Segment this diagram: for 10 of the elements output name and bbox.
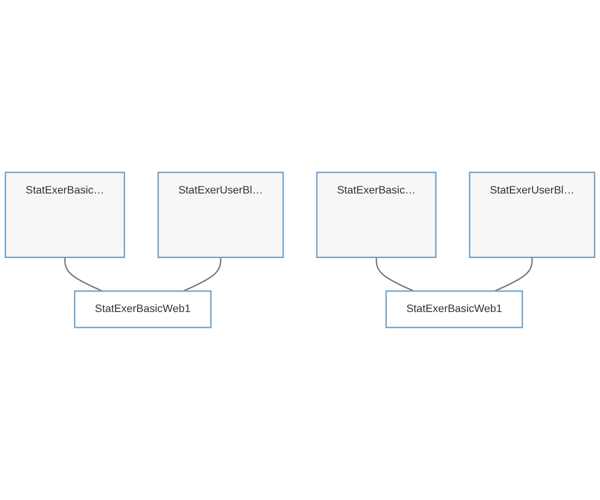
node-box: StatExerBasic… <box>316 172 437 258</box>
node-box: StatExerBasicWeb1 <box>385 290 524 328</box>
connector <box>64 257 103 292</box>
node-box: StatExerUserBl… <box>157 172 284 258</box>
node-box: StatExerBasic… <box>4 172 126 258</box>
node-box: StatExerUserBl… <box>468 172 596 258</box>
connector <box>182 257 222 292</box>
node-box: StatExerBasicWeb1 <box>74 290 212 328</box>
connector <box>494 257 533 292</box>
connector <box>376 257 414 292</box>
